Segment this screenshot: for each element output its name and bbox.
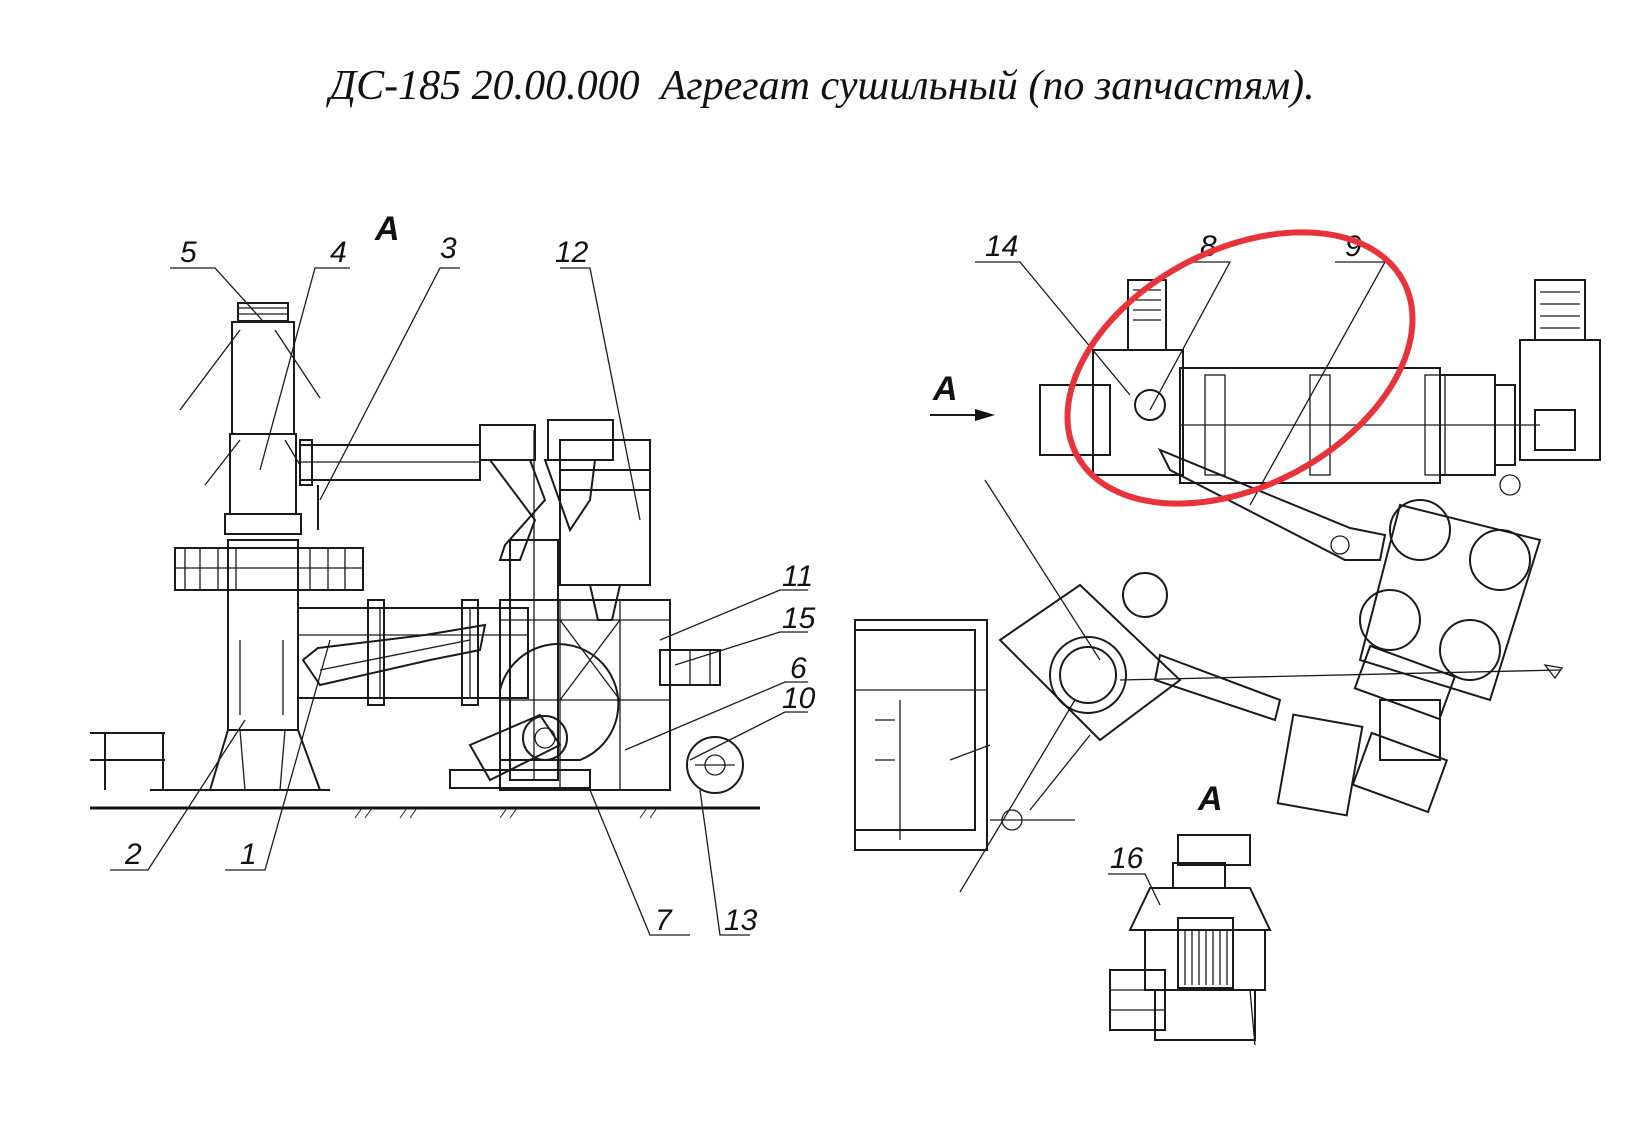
- view-arrow-head: [975, 409, 995, 421]
- furnace-plan: [998, 572, 1564, 742]
- callout-16: 16: [1110, 842, 1144, 875]
- callout-2: 2: [124, 838, 142, 871]
- view-label-left: A: [374, 210, 400, 248]
- callout-9: 9: [1345, 230, 1362, 263]
- plan-view: A: [854, 229, 1601, 906]
- detail-view-label: A: [1197, 780, 1223, 818]
- inclined-chute: [1134, 389, 1387, 561]
- highlight-ellipse: [1064, 229, 1416, 507]
- small-fan: [686, 736, 744, 794]
- callout-leaders-right: [959, 261, 1387, 906]
- callout-12: 12: [555, 236, 589, 269]
- callout-7: 7: [655, 904, 673, 937]
- callout-4: 4: [330, 236, 347, 269]
- side-elevation-view: 5 4 3 12 11 15 6 10 2 1 7 13 A: [90, 210, 816, 937]
- cyclone-group: [479, 419, 651, 781]
- gas-duct: [299, 439, 481, 530]
- discharge-chute: [301, 623, 487, 687]
- drum-plan: [1039, 279, 1601, 484]
- detail-view-a: A 16: [1109, 780, 1272, 1046]
- view-arrow-label: A: [932, 370, 958, 408]
- furnace-stack: [179, 302, 321, 535]
- callout-1: 1: [240, 838, 257, 871]
- callout-leaders-left: [110, 267, 808, 936]
- furnace-hopper: [209, 539, 321, 791]
- rotary-drum: [297, 599, 529, 706]
- callout-10: 10: [782, 682, 816, 715]
- callout-13: 13: [724, 904, 758, 937]
- exhaust-fan: [449, 643, 620, 789]
- left-platform: [90, 732, 330, 791]
- feeder-plan: [1276, 699, 1449, 817]
- callout-3: 3: [440, 232, 457, 265]
- callout-11: 11: [782, 560, 813, 593]
- drawing-title: ДС-185 20.00.000 Агрегат сушильный (по з…: [329, 63, 1315, 109]
- callout-14: 14: [985, 230, 1018, 263]
- callout-5: 5: [180, 236, 197, 269]
- service-platform: [174, 547, 364, 591]
- cyclone-cluster-plan: [1353, 474, 1542, 721]
- callout-6: 6: [790, 652, 807, 685]
- conveyor-plan: [854, 619, 1091, 851]
- callout-15: 15: [782, 602, 816, 635]
